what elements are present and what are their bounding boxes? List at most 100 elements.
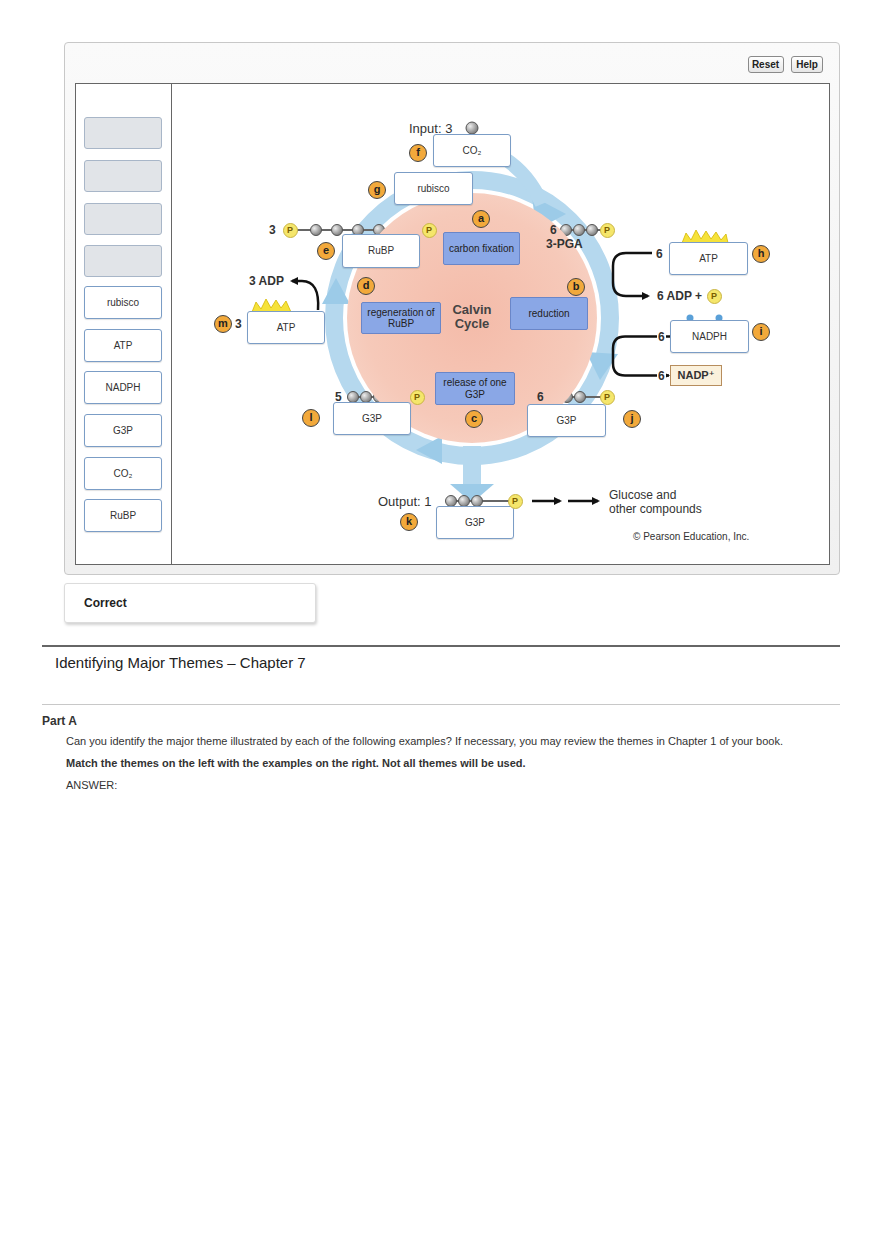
carbon-atom [348, 392, 359, 403]
draggable-label: CO₂ [84, 457, 162, 490]
column-divider [171, 84, 172, 564]
carbon-atom [472, 496, 483, 507]
text-label: ANSWER: [66, 779, 117, 792]
page-title: Identifying Major Themes – Chapter 7 [55, 654, 306, 671]
product-arrow [568, 500, 598, 503]
callout-letter: c [465, 410, 483, 428]
section-rule [42, 704, 840, 705]
callout-letter: i [752, 323, 770, 341]
callout-letter: d [357, 277, 375, 295]
text-label: 6 [657, 369, 666, 383]
text-label: Can you identify the major theme illustr… [66, 735, 783, 748]
carbon-atom [361, 392, 372, 403]
drop-target-box: G3P [527, 404, 606, 437]
text-label: Output: 1 [378, 494, 431, 510]
text-label: Part A [42, 714, 77, 728]
text-label: Match the themes on the left with the ex… [66, 757, 526, 770]
carbon-atom [587, 225, 598, 236]
empty-slot [84, 160, 162, 192]
atp-arrow [292, 281, 318, 310]
drop-target-box: ATP [247, 311, 325, 344]
text-label: 3 [235, 317, 242, 331]
carbon-atom [575, 392, 586, 403]
product-arrow [532, 500, 560, 503]
text-label: 6 [537, 390, 544, 404]
carbon-atom [574, 225, 585, 236]
draggable-label: NADPH [84, 371, 162, 404]
text-label: © Pearson Education, Inc. [633, 531, 749, 543]
step-label-box: release of one G3P [435, 372, 515, 405]
draggable-label: rubisco [84, 286, 162, 319]
feedback-box: Correct [64, 583, 316, 623]
node-text: release of one G3P [438, 377, 512, 400]
drop-target-box: G3P [436, 506, 514, 539]
phosphate-symbol: P [600, 223, 615, 238]
node-text: ATP [699, 253, 718, 265]
cycle-arrowhead [322, 278, 350, 304]
drop-target-box: RuBP [342, 234, 420, 268]
text-label: Input: 3 [409, 121, 452, 137]
text-label: 3-PGA [546, 237, 583, 251]
text-label: 6 ADP + [657, 289, 702, 303]
phosphate-symbol: P [283, 223, 298, 238]
node-text: NADP⁺ [678, 369, 715, 382]
callout-letter: j [623, 410, 641, 428]
node-text: CO₂ [463, 145, 482, 157]
callout-letter: m [214, 315, 232, 333]
empty-slot [84, 117, 162, 149]
node-text: Reset [752, 59, 779, 70]
molecule-box: NADP⁺ [670, 365, 722, 386]
node-text: ATP [114, 340, 133, 352]
node-text: rubisco [417, 183, 449, 195]
section-rule [42, 645, 840, 647]
carbon-atom [311, 225, 322, 236]
callout-letter: g [368, 181, 386, 199]
drop-target-box: ATP [669, 242, 748, 275]
phosphate-symbol: P [422, 223, 437, 238]
text-label: 3 [269, 223, 276, 237]
node-text: CO₂ [114, 468, 133, 480]
drop-target-box: G3P [333, 402, 411, 435]
node-text: Calvin Cycle [439, 303, 505, 332]
carbon-atom [332, 225, 343, 236]
empty-slot [84, 203, 162, 235]
carbon-atom [466, 122, 478, 134]
button: Help [791, 56, 823, 73]
callout-letter: e [317, 242, 335, 260]
phosphate-symbol: P [600, 390, 615, 405]
phosphate-symbol: P [508, 494, 523, 509]
drop-target-box: CO₂ [433, 134, 511, 167]
atp-arrow [613, 253, 652, 296]
carbon-atom [446, 496, 457, 507]
node-text: RuBP [368, 245, 394, 257]
text-label: Glucose and other compounds [609, 488, 705, 517]
draggable-label: G3P [84, 414, 162, 447]
cycle-arrowhead [416, 436, 442, 464]
node-text: G3P [465, 517, 485, 529]
button: Reset [748, 56, 784, 73]
carbon-atom [459, 496, 470, 507]
callout-letter: l [302, 409, 320, 427]
node-text: carbon fixation [449, 243, 514, 255]
node-text: RuBP [110, 510, 136, 522]
node-text: Help [796, 59, 818, 70]
callout-letter: h [752, 245, 770, 263]
step-label-box: reduction [510, 297, 588, 330]
empty-slot [84, 245, 162, 277]
text-label: 3 ADP [249, 274, 284, 288]
text-label: 6 [657, 330, 666, 344]
phosphate-symbol: P [707, 289, 722, 304]
node-text: Correct [84, 596, 127, 610]
phosphate-symbol: P [410, 390, 425, 405]
node-text: NADPH [105, 382, 140, 394]
callout-letter: b [567, 278, 585, 296]
drop-target-box: NADPH [670, 320, 749, 353]
node-text: regeneration of RuBP [364, 307, 438, 330]
draggable-label: RuBP [84, 499, 162, 532]
text-label: 5 [335, 390, 342, 404]
step-label-box: carbon fixation [443, 232, 520, 265]
callout-letter: a [472, 210, 490, 228]
output-arrow [463, 446, 481, 486]
step-label-box: regeneration of RuBP [361, 302, 441, 334]
